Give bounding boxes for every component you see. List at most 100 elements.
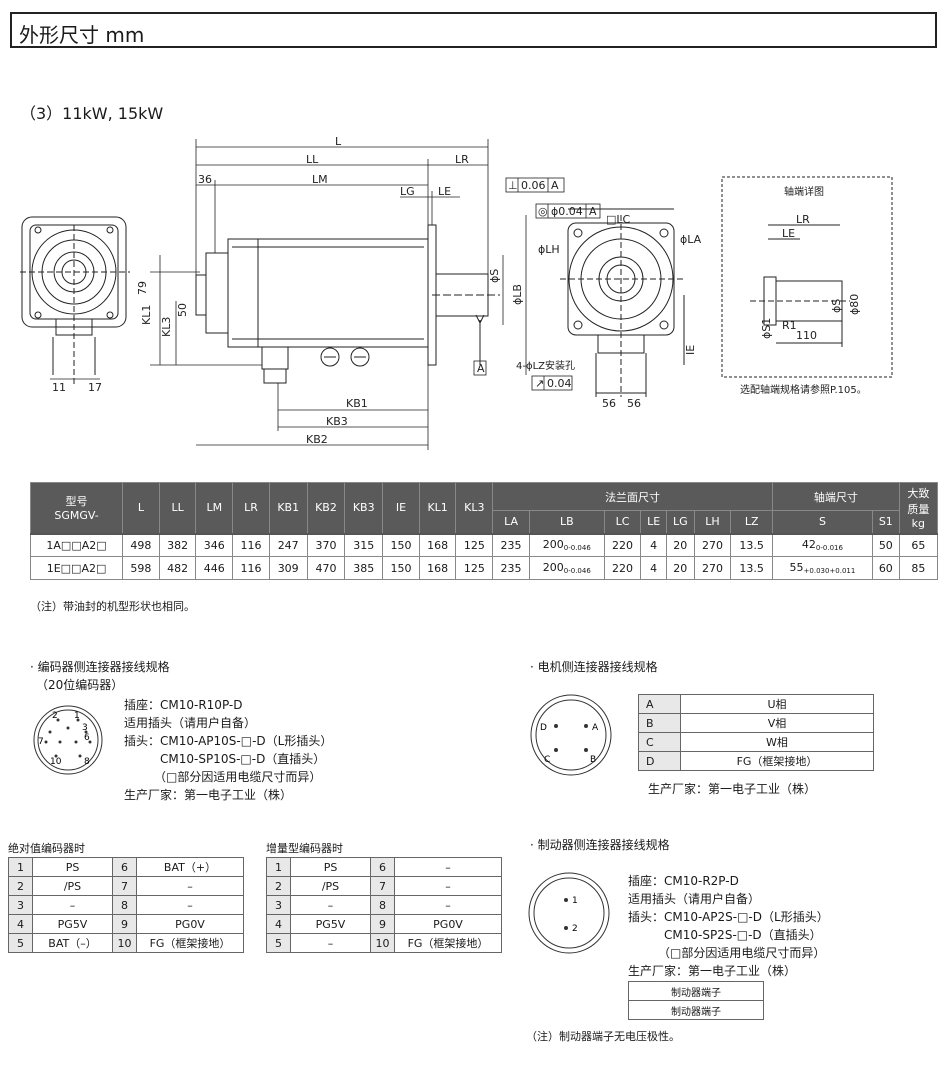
conc-value: ϕ0.04 [551,205,583,218]
col-LH: LH [693,510,732,534]
dim-11: 11 [52,381,66,394]
dim-KB1: KB1 [346,397,368,410]
dim-L: L [335,135,342,148]
dim-LC: □LC [606,213,631,226]
detail-phiS: ϕS [830,299,843,313]
abs-encoder-title: 绝对值编码器时 [8,842,85,855]
col-KB1: KB1 [268,482,308,534]
table-note: （注）带油封的机型形状也相同。 [30,600,195,613]
datum-A: A [477,362,485,375]
pin-2: 2 [52,711,58,721]
detail-phi80: ϕ80 [848,294,861,315]
detail-LE: LE [782,227,795,240]
col-LG: LG [665,510,695,534]
dim-KB2: KB2 [306,433,328,446]
perp-ref: A [551,179,559,192]
table-row: 制动器端子 [628,1000,764,1020]
col-L: L [122,482,160,534]
detail-note: 选配轴端规格请参照P.105。 [740,383,867,396]
pin-1: 1 [74,711,80,721]
col-KL3: KL3 [455,482,494,534]
runout-value: 0.04 [547,377,572,390]
table-row: 1E□□A2□ 598 482 446 116 309 470 385 150 … [29,556,939,580]
col-KB3: KB3 [344,482,384,534]
detail-title: 轴端详图 [784,185,824,198]
col-LC: LC [603,510,642,534]
dim-phiLB: ϕLB [511,284,524,305]
shaft-detail-box [721,176,893,378]
detail-LR: LR [796,213,810,226]
page-title: 外形尺寸 mm [19,23,145,47]
col-LB: LB [528,510,605,534]
detail-phiS1: ϕS1 [760,318,773,339]
dim-LE: LE [438,185,451,198]
pin-A: A [592,723,599,733]
col-LR: LR [232,482,270,534]
brake-pin-2: 2 [572,924,578,934]
shaft-header: 轴端尺寸 [771,482,900,511]
pin-7: 7 [38,737,44,747]
runout-symbol: ↗ [535,377,544,390]
table-row: 3–8– [8,895,244,915]
motor-title: · 电机侧连接器接线规格 [530,660,658,674]
brake-title: · 制动器侧连接器接线规格 [530,838,670,852]
conc-symbol: ◎ [538,205,548,218]
col-KL1: KL1 [418,482,457,534]
dim-phiS: ϕS [488,269,501,283]
side-view-dims [50,139,527,450]
dim-IE: IE [684,345,697,355]
pin-10: 10 [50,757,62,767]
mount-hole-label: 4-ϕLZ安装孔 [516,359,575,372]
table-row: 1A□□A2□ 498 382 346 116 247 370 315 150 … [29,532,939,557]
conc-ref: A [589,205,597,218]
pin-D: D [540,723,547,733]
flange-front-view [560,208,685,397]
tolerance-frames [473,177,601,391]
page-header: 外形尺寸 mm [10,12,937,48]
table-row: 3–8– [266,895,502,915]
perp-value: 0.06 [521,179,546,192]
dim-LR: LR [455,153,469,166]
col-LL: LL [158,482,197,534]
pin-8: 8 [84,757,90,767]
inc-encoder-title: 增量型编码器时 [266,842,343,855]
detail-110: 110 [796,329,817,342]
table-row: 制动器端子 [628,981,764,1001]
pin-3: 3 [82,723,88,733]
dim-phiLH: ϕLH [538,243,560,256]
motor-maker: 生产厂家：第一电子工业（株） [648,782,817,796]
col-LM: LM [195,482,234,534]
dim-56a: 56 [602,397,616,410]
motor-connector-diagram: D A C B [530,694,612,776]
dim-KB3: KB3 [326,415,348,428]
dim-LM: LM [312,173,328,186]
encoder-info: 插座：CM10-R10P-D 适用插头（请用户自备） 插头：CM10-AP10S… [124,698,333,802]
col-S1: S1 [871,510,900,534]
encoder-title: · 编码器侧连接器接线规格 [30,660,170,674]
brake-connector-diagram: 1 2 [528,872,610,954]
dim-56b: 56 [627,397,641,410]
dim-17: 17 [88,381,102,394]
dim-50: 50 [176,303,189,317]
col-LZ: LZ [730,510,773,534]
detail-R1: R1 [782,319,797,332]
dim-36: 36 [198,173,212,186]
section-subtitle: （3）11kW, 15kW [20,104,164,123]
dim-LL: LL [306,153,319,166]
dimension-drawing: L LL LR LM 36 LG LE KB1 KB3 KB2 KL1 KL3 … [20,135,893,450]
brake-pin-1: 1 [572,896,578,906]
